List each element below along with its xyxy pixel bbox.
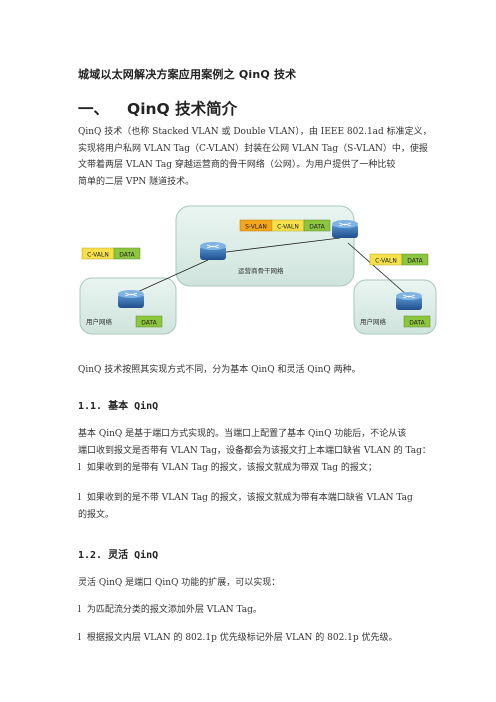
section-title: QinQ 技术简介 [127, 100, 238, 118]
subsection-title: 灵活 QinQ [108, 550, 159, 561]
data-tag-label: DATA [309, 224, 325, 231]
core-router-right-icon [332, 220, 358, 238]
body-line: 基本 QinQ 是基于端口方式实现的。当端口上配置了基本 QinQ 功能后，不论… [78, 429, 407, 439]
link-left [132, 259, 209, 295]
flexible-qinq-paragraph: 灵活 QinQ 是端口 QinQ 功能的扩展，可以实现： [78, 578, 281, 588]
right-user-data-tag [403, 315, 431, 328]
subsection-heading-1-1: 1.1. 基本 QinQ [78, 397, 158, 412]
list-item: l 为匹配流分类的报文添加外层 VLAN Tag。 [78, 602, 438, 619]
link-core [217, 237, 341, 254]
list-item-text: 为匹配流分类的报文添加外层 VLAN Tag。 [86, 605, 262, 615]
link-right [347, 242, 409, 297]
right-user-router-icon [396, 292, 422, 310]
list-item-text: 如果收到的是不带 VLAN Tag 的报文，该报文就成为带有本端口缺省 VLAN… [86, 493, 413, 503]
list-item-text: 根据报文内层 VLAN 的 802.1p 优先级标记外层 VLAN 的 802.… [86, 633, 398, 643]
intro-line: QinQ 技术（也称 Stacked VLAN 或 Double VLAN），由… [78, 127, 432, 137]
svlan-tag-label: S-VLAN [245, 224, 267, 231]
document-title: 城域以太网解决方案应用案例之 QinQ 技术 [78, 68, 297, 81]
basic-qinq-paragraph: 基本 QinQ 是基于端口方式实现的。当端口上配置了基本 QinQ 功能后，不论… [78, 426, 438, 459]
list-item-text: 如果收到的是带有 VLAN Tag 的报文，该报文就成为带双 Tag 的报文； [86, 463, 377, 473]
left-user-router-icon [118, 290, 144, 308]
left-data-tag [113, 247, 141, 260]
bullet-mark: l [78, 605, 81, 615]
core-router-left-icon [200, 242, 226, 260]
data-tag [303, 219, 331, 232]
list-item: l 根据报文内层 VLAN 的 802.1p 优先级标记外层 VLAN 的 802… [78, 630, 438, 647]
list-item: l 如果收到的是不带 VLAN Tag 的报文，该报文就成为带有本端口缺省 VLA… [78, 490, 438, 523]
right-cvlan-tag-label: C-VALN [375, 258, 397, 265]
intro-paragraph: QinQ 技术（也称 Stacked VLAN 或 Double VLAN），由… [78, 124, 438, 190]
right-data-tag [401, 253, 429, 266]
left-cvlan-tag-label: C-VALN [87, 252, 109, 259]
bullet-mark: l [78, 463, 81, 473]
subsection-heading-1-2: 1.2. 灵活 QinQ [78, 546, 158, 561]
left-user-data-tag-label: DATA [141, 320, 157, 327]
cvlan-tag-label: C-VALN [277, 224, 299, 231]
core-network-label: 运营商骨干网络 [238, 266, 284, 275]
intro-line: 简单的二层 VPN 隧道技术。 [78, 176, 195, 187]
section-heading-1: 一、 QinQ 技术简介 [78, 97, 237, 119]
body-line: 端口收到报文是否带有 VLAN Tag，设备都会为该报文打上本端口缺省 VLAN… [78, 445, 431, 456]
subsection-title: 基本 QinQ [108, 401, 159, 412]
subsection-number: 1.1. [78, 401, 103, 412]
right-user-data-tag-label: DATA [409, 320, 425, 327]
types-paragraph: QinQ 技术按照其实现方式不同，分为基本 QinQ 和灵活 QinQ 两种。 [78, 365, 361, 375]
bullet-mark: l [78, 633, 81, 643]
intro-line: 实现将用户私网 VLAN Tag（C-VLAN）封装在公网 VLAN Tag（S… [78, 143, 428, 154]
right-data-tag-label: DATA [407, 258, 423, 265]
bullet-mark: l [78, 493, 81, 503]
right-user-network-label: 用户网络 [360, 317, 387, 326]
section-number: 一、 [78, 100, 110, 118]
left-user-network-label: 用户网络 [86, 317, 113, 326]
intro-line: 文带着两层 VLAN Tag 穿越运营商的骨干网络（公网）。为用户提供了一种比较 [78, 160, 396, 170]
left-data-tag-label: DATA [119, 252, 135, 259]
left-user-data-tag [135, 315, 163, 328]
list-item-text-cont: 的报文。 [78, 509, 115, 520]
subsection-number: 1.2. [78, 550, 103, 561]
list-item: l 如果收到的是带有 VLAN Tag 的报文，该报文就成为带双 Tag 的报文； [78, 460, 438, 477]
qinq-network-diagram: S-VLAN C-VALN DATA C-VALN DATA C-VALN DA… [79, 205, 437, 335]
